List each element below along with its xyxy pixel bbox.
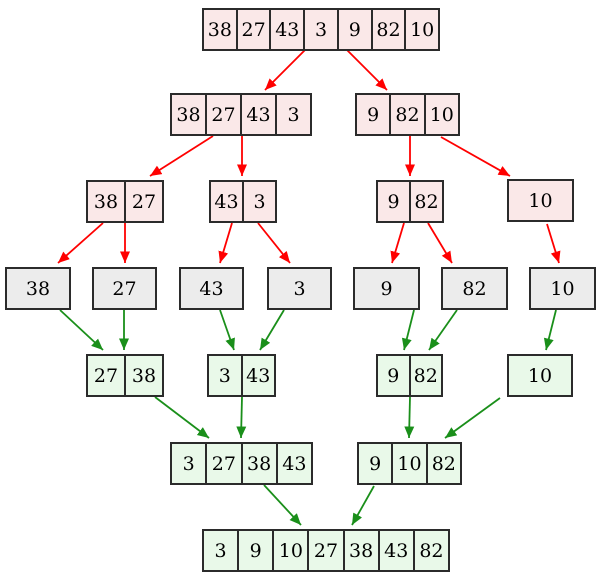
node-merge2-left: 3 27 38 43 — [170, 442, 313, 485]
array-cell: 10 — [527, 364, 553, 387]
merge-arrow — [259, 309, 285, 351]
array-cell: 10 — [404, 10, 438, 49]
array-cell: 9 — [237, 531, 272, 570]
array-cell: 27 — [235, 10, 270, 49]
node-split3-c: 9 82 — [376, 180, 444, 223]
array-cell: 27 — [112, 277, 137, 300]
array-cell: 82 — [408, 356, 442, 395]
array-cell: 9 — [387, 364, 400, 387]
array-cell: 3 — [293, 277, 306, 300]
array-cell: 82 — [409, 182, 442, 221]
array-cell: 38 — [240, 444, 276, 483]
array-cell: 38 — [176, 103, 201, 126]
array-cell: 3 — [275, 95, 310, 134]
node-merge2-right: 9 10 82 — [357, 442, 462, 485]
node-split3-a: 38 27 — [86, 180, 164, 223]
node-sorted: 3 9 10 27 38 43 82 — [202, 529, 450, 572]
split-arrow — [218, 222, 233, 264]
split-arrow — [427, 222, 453, 264]
array-cell: 82 — [370, 10, 405, 49]
node-single-10: 10 — [529, 267, 596, 310]
array-cell: 43 — [377, 531, 413, 570]
node-unsorted: 38 27 43 3 9 82 10 — [202, 8, 440, 51]
node-split3-b: 43 3 — [209, 180, 277, 223]
array-cell: 27 — [205, 95, 240, 134]
array-cell: 3 — [214, 539, 227, 562]
merge-arrow — [543, 309, 557, 351]
array-cell: 38 — [93, 190, 119, 213]
array-cell: 9 — [367, 103, 380, 126]
split-arrow — [440, 136, 511, 177]
array-cell: 27 — [307, 531, 342, 570]
array-cell: 43 — [269, 10, 303, 49]
split-arrow — [390, 222, 405, 264]
merge-arrow — [351, 485, 375, 526]
array-cell: 9 — [387, 190, 400, 213]
array-cell: 3 — [218, 364, 231, 387]
array-cell: 38 — [207, 18, 232, 41]
array-cell: 10 — [272, 531, 307, 570]
merge-arrow — [404, 396, 415, 439]
array-cell: 43 — [199, 277, 224, 300]
array-cell: 82 — [462, 277, 487, 300]
array-cell: 43 — [240, 356, 275, 395]
node-single-38: 38 — [5, 267, 71, 310]
array-cell: 43 — [214, 190, 239, 213]
array-cell: 27 — [205, 444, 240, 483]
array-cell: 43 — [275, 444, 311, 483]
split-arrow — [346, 49, 388, 91]
array-cell: 3 — [303, 10, 337, 49]
node-merge1-c: 9 82 — [376, 354, 443, 397]
merge-arrow — [401, 309, 415, 351]
array-cell: 82 — [425, 444, 460, 483]
array-cell: 82 — [389, 95, 423, 134]
node-merge1-a: 27 38 — [86, 354, 164, 397]
array-cell: 10 — [550, 277, 575, 300]
array-cell: 38 — [124, 356, 162, 395]
array-cell: 38 — [25, 277, 51, 300]
node-split3-d: 10 — [507, 179, 574, 222]
merge-arrow — [59, 309, 104, 351]
array-cell: 82 — [412, 531, 448, 570]
split-arrow — [57, 222, 104, 264]
split-arrow — [264, 49, 306, 91]
node-single-82: 82 — [441, 267, 508, 310]
array-cell: 27 — [124, 182, 162, 221]
merge-arrow — [236, 396, 247, 439]
node-single-9: 9 — [353, 267, 420, 310]
array-cell: 10 — [528, 189, 553, 212]
array-cell: 3 — [182, 452, 195, 475]
node-single-3: 3 — [267, 267, 332, 310]
array-cell: 3 — [242, 182, 275, 221]
merge-arrow — [219, 309, 235, 351]
node-merge1-d: 10 — [507, 354, 573, 397]
merge-arrow — [444, 397, 501, 439]
array-cell: 9 — [369, 452, 382, 475]
array-cell: 43 — [240, 95, 275, 134]
split-arrow — [149, 135, 214, 177]
merge-arrow — [263, 484, 302, 526]
array-cell: 10 — [423, 95, 458, 134]
node-single-43: 43 — [179, 267, 244, 310]
array-cell: 10 — [391, 444, 425, 483]
node-merge1-b: 3 43 — [207, 354, 276, 397]
split-arrow — [257, 222, 291, 264]
array-cell: 9 — [336, 10, 371, 49]
split-arrow — [546, 223, 561, 264]
node-split2-right: 9 82 10 — [355, 93, 460, 136]
array-cell: 27 — [93, 364, 119, 387]
array-cell: 38 — [342, 531, 378, 570]
node-single-27: 27 — [92, 267, 157, 310]
merge-arrow — [154, 396, 210, 439]
merge-arrow — [428, 309, 458, 351]
node-split2-left: 38 27 43 3 — [170, 93, 312, 136]
array-cell: 9 — [380, 277, 393, 300]
